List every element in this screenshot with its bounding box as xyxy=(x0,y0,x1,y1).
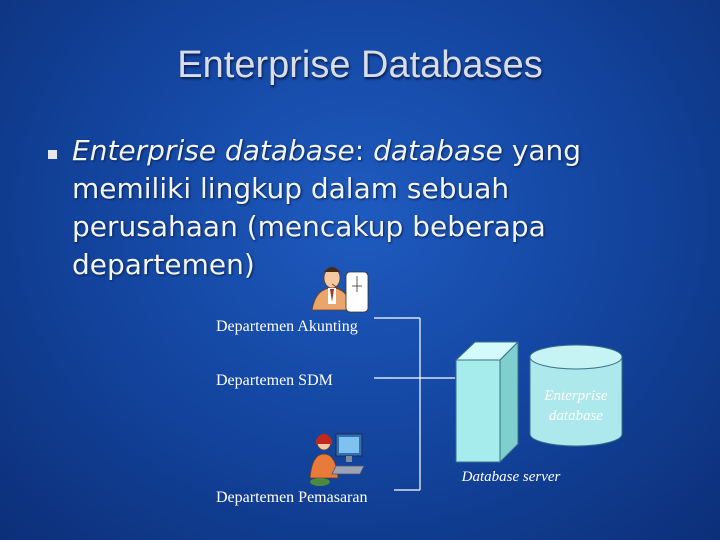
database-server-box xyxy=(454,340,520,464)
slide-title: Enterprise Databases xyxy=(177,44,543,86)
database-label-line1: Enterprise xyxy=(544,388,608,404)
database-label-line2: database xyxy=(548,408,604,424)
dept-accounting-label: Departemen Akunting xyxy=(216,318,358,335)
accountant-clipart-icon xyxy=(311,267,369,313)
bullet-line4: departemen) xyxy=(72,248,255,281)
dept-marketing-label: Departemen Pemasaran xyxy=(216,489,368,506)
database-server-label: Database server xyxy=(461,469,561,485)
computer-user-clipart-icon xyxy=(309,433,365,486)
bullet-term2: database xyxy=(373,134,503,167)
bullet-colon: : xyxy=(354,134,365,167)
bullet-marker xyxy=(48,150,57,159)
database-cylinder xyxy=(529,344,623,447)
connector-lines xyxy=(374,317,455,491)
bullet-term: Enterprise database xyxy=(72,134,355,167)
bullet-line1-rest: yang xyxy=(502,134,582,167)
bullet-line3: perusahaan (mencakup beberapa xyxy=(72,210,546,243)
bullet-text: Enterprise database: database yang memil… xyxy=(72,132,672,284)
dept-hr-label: Departemen SDM xyxy=(216,372,333,389)
bullet-line2: memiliki lingkup dalam sebuah xyxy=(72,172,510,205)
database-label: Enterprise database xyxy=(530,386,622,426)
